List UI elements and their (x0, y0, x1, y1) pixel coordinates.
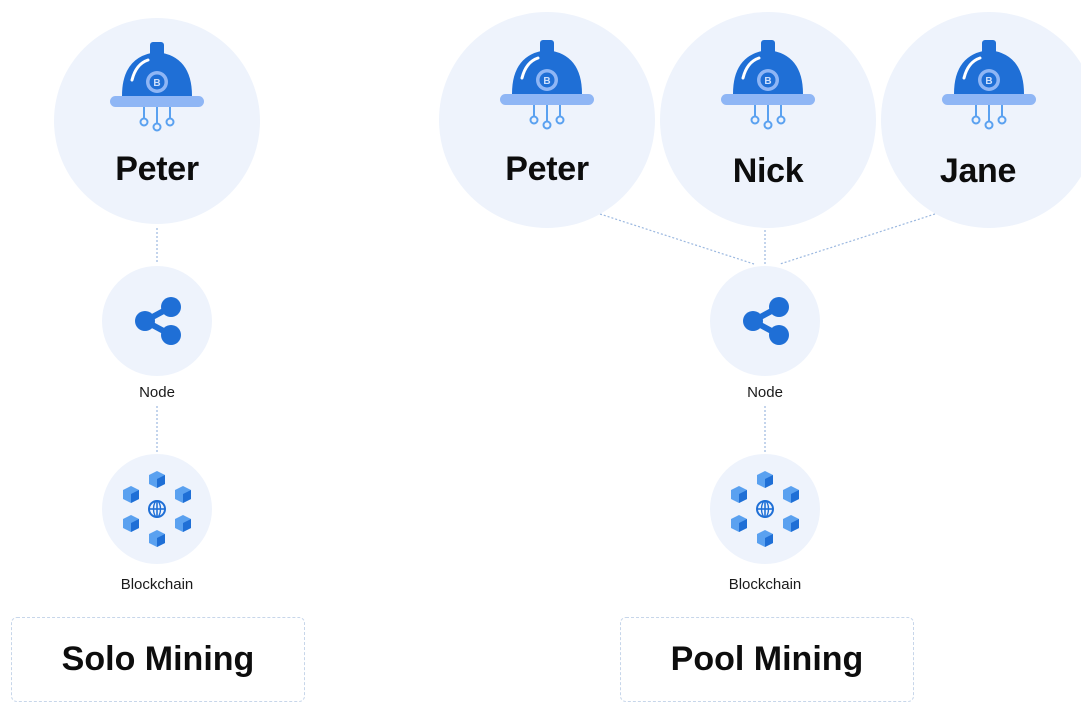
miner-name: Nick (732, 152, 804, 190)
pool-node-label: Node (747, 384, 783, 401)
blockchain-cubes-icon (731, 471, 799, 547)
pool-jane-connector (779, 213, 936, 265)
pool-blockchain (710, 454, 820, 564)
solo-blockchain (102, 454, 212, 564)
svg-text:B: B (985, 76, 992, 87)
solo-miner-peter: B Peter (54, 18, 260, 224)
svg-text:B: B (764, 76, 771, 87)
pool-peter-connector (599, 213, 755, 265)
solo-mining-caption-box: Solo Mining (11, 617, 305, 702)
svg-text:B: B (153, 78, 160, 89)
miner-helmet-icon: B (721, 40, 815, 130)
miner-helmet-icon: B (110, 42, 204, 132)
pool-mining-caption: Pool Mining (670, 640, 864, 678)
pool-miner-nick: B Nick (660, 12, 876, 228)
pool-node (710, 266, 820, 376)
miner-name: Peter (505, 150, 589, 188)
pool-miner-jane: B Jane (881, 12, 1081, 228)
share-node-icon (135, 297, 181, 345)
miner-helmet-icon: B (942, 40, 1036, 130)
solo-node (102, 266, 212, 376)
svg-text:B: B (543, 76, 550, 87)
pool-blockchain-label: Blockchain (728, 576, 802, 593)
pool-mining-caption-box: Pool Mining (620, 617, 914, 702)
blockchain-cubes-icon (123, 471, 191, 547)
miner-name: Peter (115, 150, 199, 188)
share-node-icon (743, 297, 789, 345)
solo-node-label: Node (139, 384, 175, 401)
solo-blockchain-label: Blockchain (120, 576, 194, 593)
miner-name: Jane (939, 152, 1017, 190)
pool-miner-peter: B Peter (439, 12, 655, 228)
solo-mining-caption: Solo Mining (61, 640, 255, 678)
miner-helmet-icon: B (500, 40, 594, 130)
